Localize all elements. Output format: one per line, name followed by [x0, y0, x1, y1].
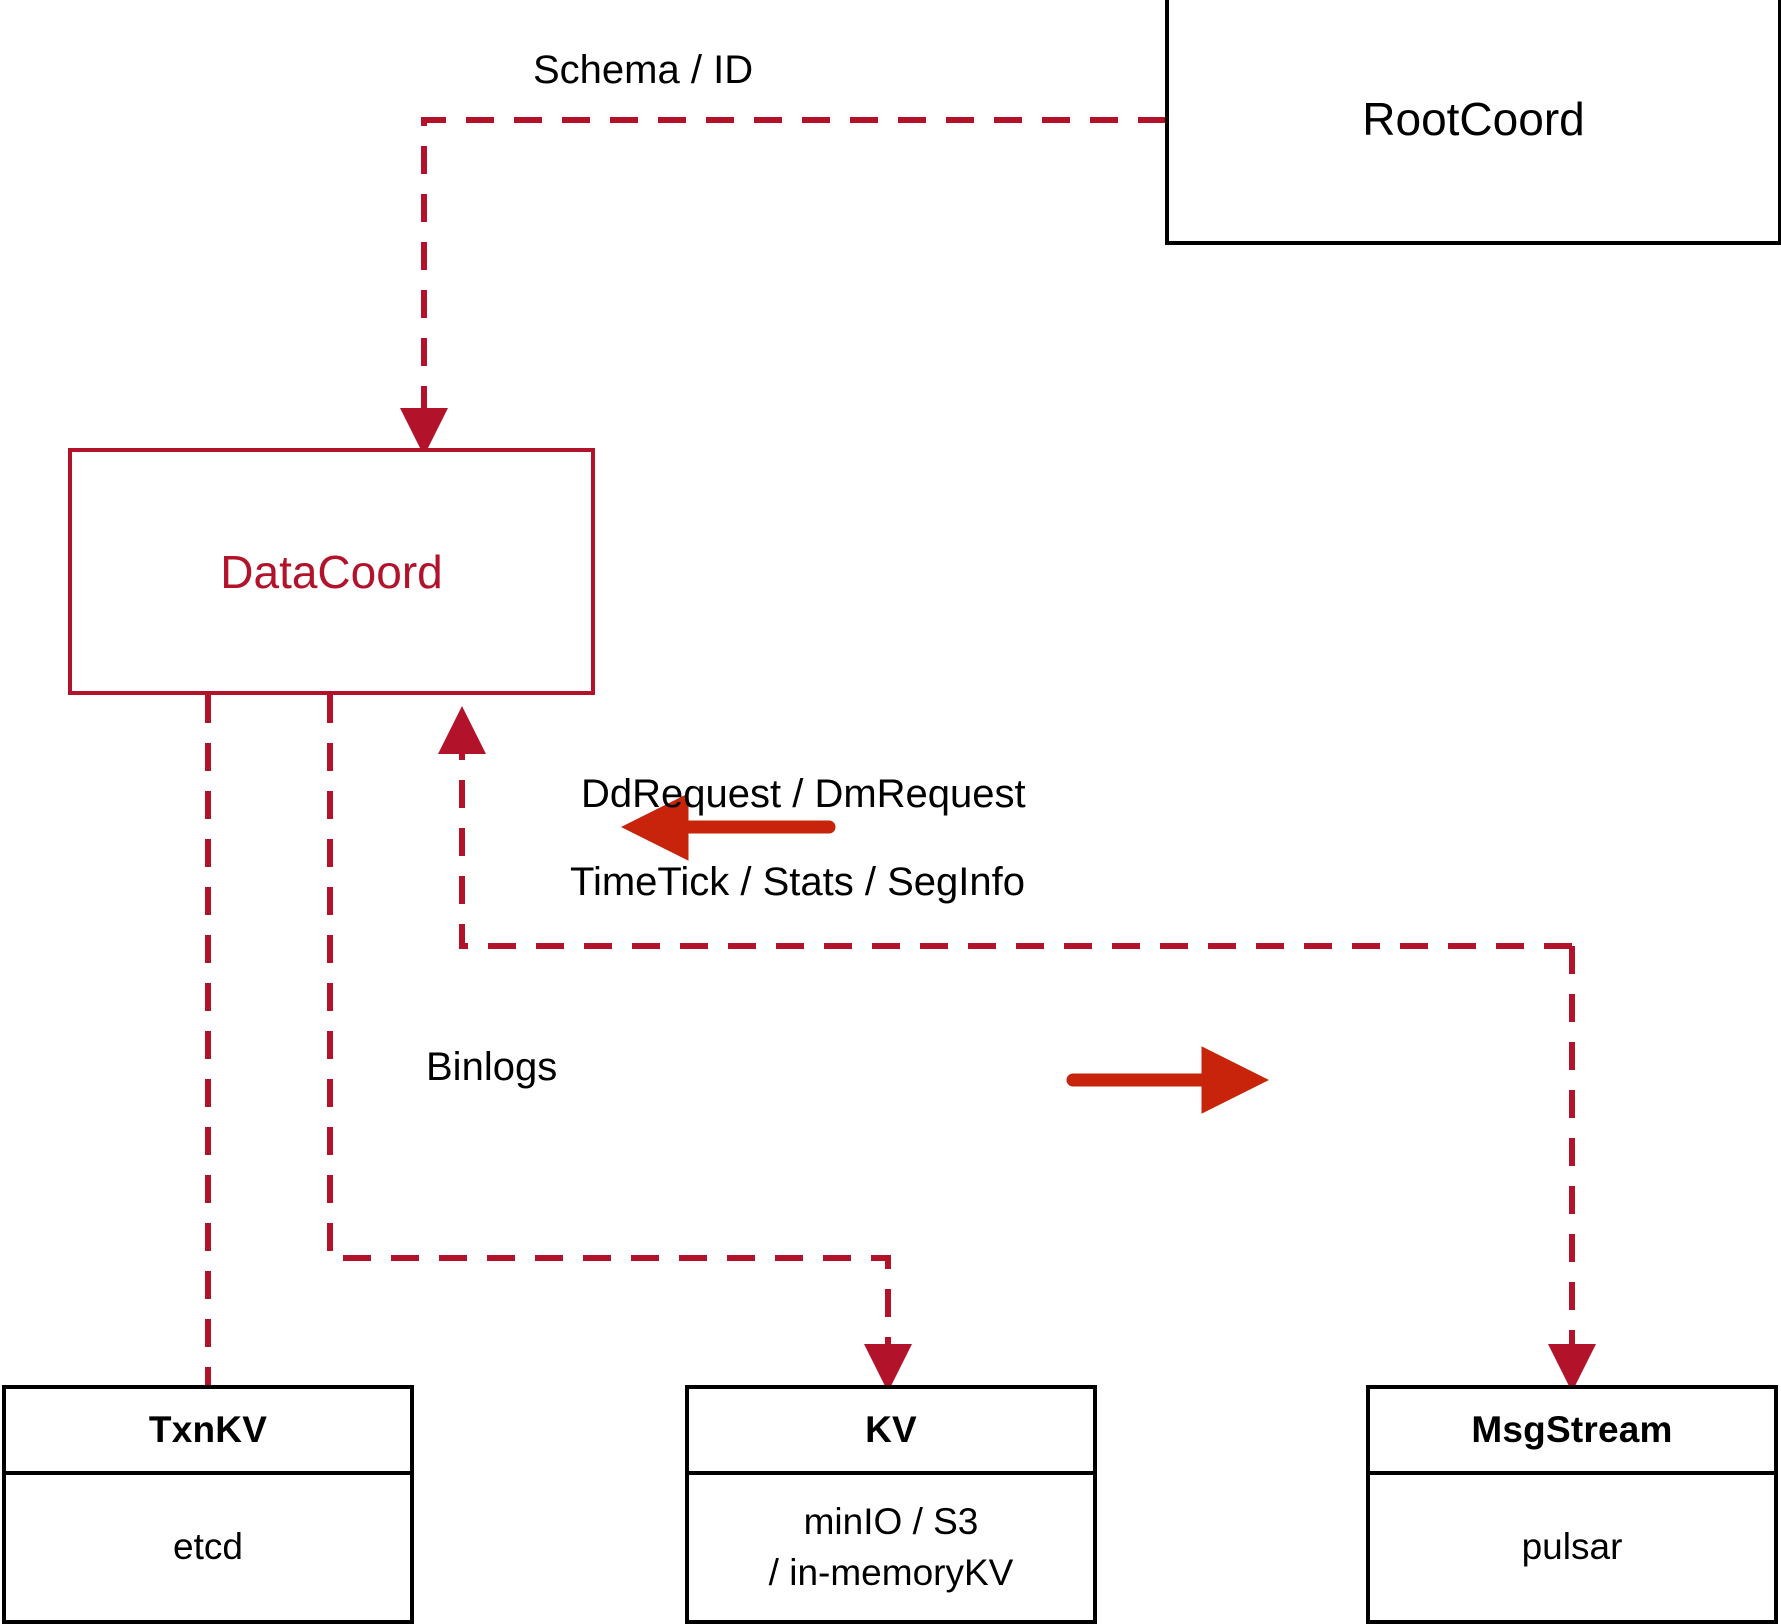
node-msgstream-divider	[1370, 1471, 1774, 1475]
node-msgstream-body: pulsar	[1370, 1475, 1774, 1620]
node-txnkv-title: TxnKV	[148, 1409, 268, 1450]
node-txnkv[interactable]: TxnKV etcd	[2, 1385, 414, 1624]
node-msgstream[interactable]: MsgStream pulsar	[1366, 1385, 1778, 1624]
node-kv[interactable]: KV minIO / S3 / in-memoryKV	[685, 1385, 1097, 1624]
node-txnkv-body: etcd	[6, 1475, 410, 1620]
node-kv-body-line-0: minIO / S3	[803, 1501, 979, 1543]
node-kv-title: KV	[865, 1409, 917, 1450]
node-datacoord[interactable]: DataCoord	[68, 448, 595, 695]
node-kv-divider	[689, 1471, 1093, 1475]
node-txnkv-body-line-0: etcd	[173, 1526, 243, 1568]
wire-rootcoord-to-datacoord	[400, 117, 1166, 456]
node-msgstream-title: MsgStream	[1471, 1409, 1673, 1450]
edge-label-binlogs: Binlogs	[426, 1045, 558, 1089]
wire-msgstream-to-datacoord	[438, 706, 1572, 949]
edge-label-dd-dm-request: DdRequest / DmRequest	[581, 772, 1026, 816]
node-rootcoord[interactable]: RootCoord	[1165, 0, 1781, 245]
node-rootcoord-label: RootCoord	[1362, 92, 1585, 145]
edge-label-schema-id: Schema / ID	[533, 48, 754, 92]
node-kv-body-line-1: / in-memoryKV	[768, 1551, 1014, 1593]
node-txnkv-divider	[6, 1471, 410, 1475]
node-kv-body: minIO / S3 / in-memoryKV	[689, 1475, 1093, 1620]
edge-label-timetick-stats-seginfo: TimeTick / Stats / SegInfo	[570, 860, 1025, 904]
node-msgstream-body-line-0: pulsar	[1521, 1526, 1623, 1568]
node-datacoord-label: DataCoord	[220, 545, 443, 598]
